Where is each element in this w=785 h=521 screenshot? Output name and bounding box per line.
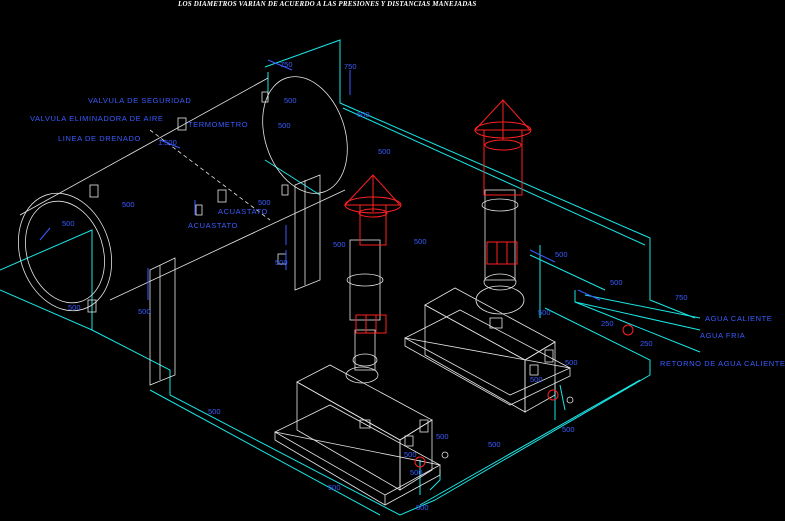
- diagram-title: LOS DIAMETROS VARIAN DE ACUERDO A LAS PR…: [177, 0, 477, 8]
- dimension-text: 250: [640, 339, 653, 348]
- dimension-text: 500: [488, 440, 501, 449]
- boiler-front: [274, 239, 441, 506]
- label-acuastato-2: ACUASTATO: [188, 221, 238, 230]
- label-termometro: TERMOMETRO: [188, 120, 248, 129]
- dimension-text: 750: [344, 62, 357, 71]
- dimension-text: 500: [404, 450, 417, 459]
- dimension-text: 750: [280, 60, 293, 69]
- dimension-text: 750: [675, 293, 688, 302]
- dimension-text: 500: [565, 358, 578, 367]
- pumps: [414, 324, 634, 468]
- dimension-text: 500: [555, 250, 568, 259]
- dimension-text: 500: [284, 96, 297, 105]
- piping-network: [0, 39, 701, 516]
- label-retorno: RETORNO DE AGUA CALIENTE: [660, 359, 785, 368]
- chimney-front: [343, 174, 402, 334]
- dimension-text: 500: [278, 121, 291, 130]
- dimension-text: 500: [68, 303, 81, 312]
- dimension-text: 500: [610, 278, 623, 287]
- water-tank: [17, 76, 348, 386]
- dimension-text: 500: [122, 200, 135, 209]
- dimension-text: 500: [530, 375, 543, 384]
- label-acuastato-1: ACUASTATO: [218, 207, 268, 216]
- dimension-text: 500: [333, 240, 346, 249]
- dimension-arrows: [39, 59, 601, 301]
- dimension-text: 500: [208, 407, 221, 416]
- dimension-text: 500: [538, 308, 551, 317]
- dimension-text: 500: [258, 198, 271, 207]
- dimension-text: 500: [562, 425, 575, 434]
- chimney-back: [473, 99, 532, 265]
- label-valvula-seguridad: VALVULA DE SEGURIDAD: [88, 96, 191, 105]
- dimension-text: 500: [436, 432, 449, 441]
- label-agua-fria: AGUA FRIA: [700, 331, 745, 340]
- dimension-text: 1.500: [158, 138, 177, 147]
- dimension-text: 500: [416, 503, 429, 512]
- dimension-text: 500: [414, 237, 427, 246]
- dimension-text: 500: [328, 483, 341, 492]
- dimension-text: 500: [357, 110, 370, 119]
- dimension-text: 250: [601, 319, 614, 328]
- dimension-text: 500: [62, 219, 75, 228]
- dimension-text: 500: [275, 258, 288, 267]
- dimension-labels: 750 750 500 500 500 500 500 500 500 500 …: [62, 60, 688, 512]
- dimension-text: 500: [410, 468, 423, 477]
- dimension-text: 500: [138, 307, 151, 316]
- label-agua-caliente: AGUA CALIENTE: [705, 314, 772, 323]
- labels: VALVULA DE SEGURIDAD VALVULA ELIMINADORA…: [30, 96, 785, 368]
- label-valvula-eliminadora: VALVULA ELIMINADORA DE AIRE: [30, 114, 163, 123]
- boiler-back: [404, 189, 571, 413]
- dimension-text: 500: [378, 147, 391, 156]
- label-linea-drenado: LINEA DE DRENADO: [58, 134, 141, 143]
